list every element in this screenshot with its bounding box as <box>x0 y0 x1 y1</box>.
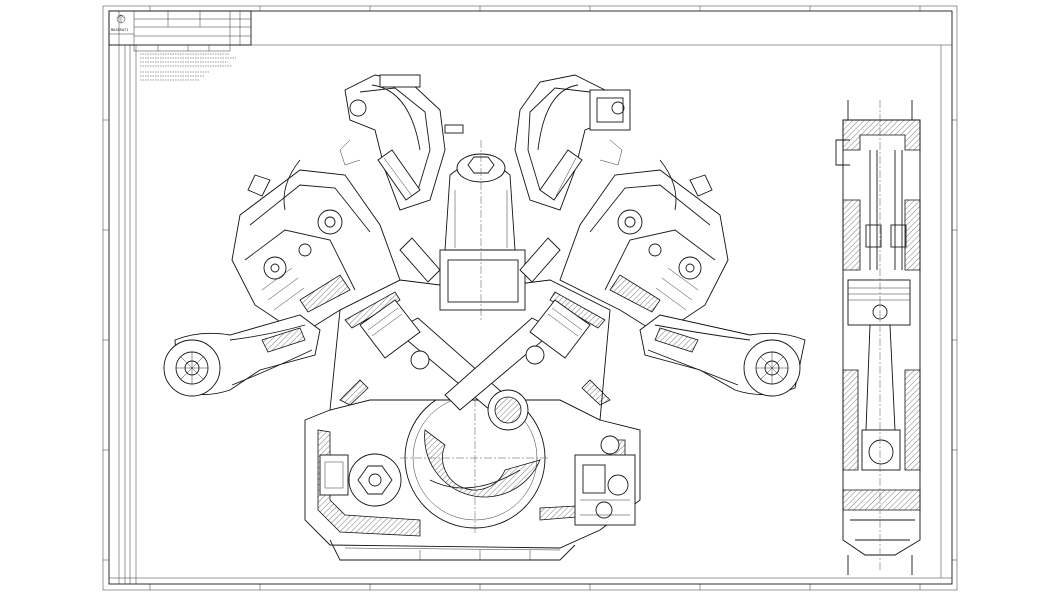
title-block: MASERATI <box>108 10 252 52</box>
right-accessory-pack <box>574 435 636 526</box>
zone-ticks <box>103 6 957 590</box>
side-section-view <box>835 100 921 575</box>
right-bracket <box>689 174 713 197</box>
left-bracket <box>247 174 271 197</box>
left-turbocharger <box>163 314 321 397</box>
notes-block <box>140 53 236 81</box>
right-cylinder-head <box>559 169 729 336</box>
left-hose <box>283 159 301 211</box>
left-intake-manifold <box>339 74 464 211</box>
oil-pump <box>319 453 402 507</box>
connecting-rods <box>394 317 556 431</box>
right-intake-manifold <box>514 74 631 211</box>
pistons <box>359 299 591 359</box>
right-hose <box>659 159 677 211</box>
left-cylinder-head <box>231 169 401 336</box>
fuel-injectors <box>377 149 583 283</box>
brand-logo-text: MASERATI <box>111 28 128 32</box>
right-turbocharger <box>639 314 806 397</box>
oil-filter-housing <box>439 140 526 320</box>
front-section-view <box>163 74 806 561</box>
